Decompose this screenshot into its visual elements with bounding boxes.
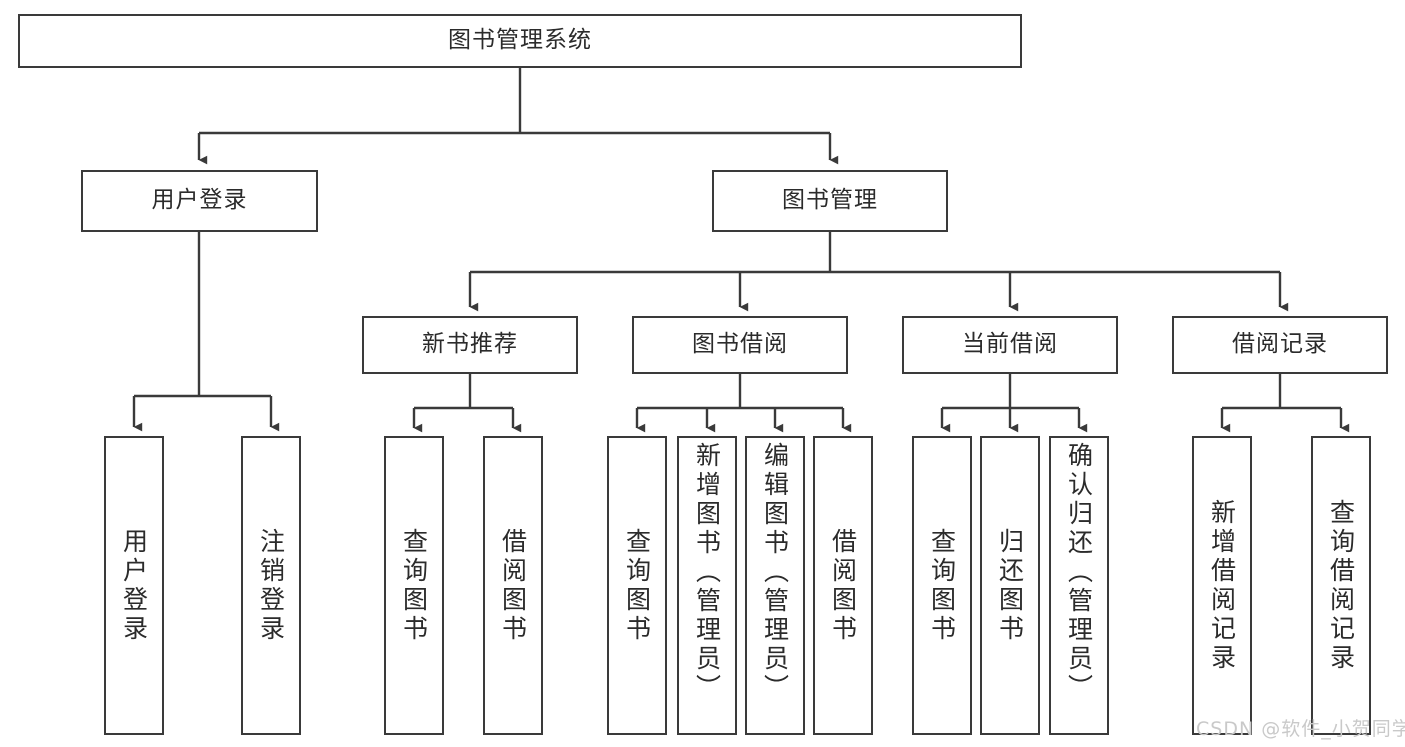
node-label: 图书管理 <box>782 187 878 214</box>
node-label: 图书借阅 <box>692 331 788 358</box>
leaf-confirm-return-admin[interactable]: 确认归还（管理员） <box>1049 436 1109 735</box>
node-label: 新书推荐 <box>422 331 518 358</box>
node-label: 用户登录 <box>151 187 248 214</box>
leaf-query-borrow-record[interactable]: 查询借阅记录 <box>1311 436 1371 735</box>
node-label: 注销登录 <box>256 527 286 644</box>
node-label: 借阅图书 <box>498 527 528 644</box>
node-label: 借阅记录 <box>1232 331 1328 358</box>
leaf-edit-book-admin[interactable]: 编辑图书（管理员） <box>745 436 805 735</box>
node-label: 查询图书 <box>927 527 957 644</box>
node-borrow-record[interactable]: 借阅记录 <box>1172 316 1388 374</box>
leaf-logout[interactable]: 注销登录 <box>241 436 301 735</box>
csdn-watermark: CSDN @软件_小贺同学 <box>1196 718 1405 740</box>
leaf-add-borrow-record[interactable]: 新增借阅记录 <box>1192 436 1252 735</box>
node-label: 借阅图书 <box>828 527 858 644</box>
node-book-borrow[interactable]: 图书借阅 <box>632 316 848 374</box>
leaf-return-book[interactable]: 归还图书 <box>980 436 1040 735</box>
leaf-query-book-borrow[interactable]: 查询图书 <box>607 436 667 735</box>
node-root-system[interactable]: 图书管理系统 <box>18 14 1022 68</box>
leaf-query-book-recommend[interactable]: 查询图书 <box>384 436 444 735</box>
node-new-book-recommend[interactable]: 新书推荐 <box>362 316 578 374</box>
leaf-add-book-admin[interactable]: 新增图书（管理员） <box>677 436 737 735</box>
node-label: 确认归还（管理员） <box>1064 442 1094 703</box>
node-label: 查询图书 <box>399 527 429 644</box>
leaf-query-book-current[interactable]: 查询图书 <box>912 436 972 735</box>
node-label: 归还图书 <box>995 527 1025 644</box>
leaf-borrow-book-recommend[interactable]: 借阅图书 <box>483 436 543 735</box>
node-label: 查询借阅记录 <box>1326 498 1356 673</box>
leaf-borrow-book[interactable]: 借阅图书 <box>813 436 873 735</box>
node-label: 当前借阅 <box>962 331 1058 358</box>
node-user-login[interactable]: 用户登录 <box>81 170 318 232</box>
node-label: 图书管理系统 <box>448 27 592 54</box>
node-label: 新增借阅记录 <box>1207 498 1237 673</box>
node-label: 用户登录 <box>119 527 149 644</box>
node-label: 编辑图书（管理员） <box>760 442 790 703</box>
leaf-user-login[interactable]: 用户登录 <box>104 436 164 735</box>
node-label: 新增图书（管理员） <box>692 442 722 703</box>
node-current-borrow[interactable]: 当前借阅 <box>902 316 1118 374</box>
node-label: 查询图书 <box>622 527 652 644</box>
node-book-management[interactable]: 图书管理 <box>712 170 948 232</box>
